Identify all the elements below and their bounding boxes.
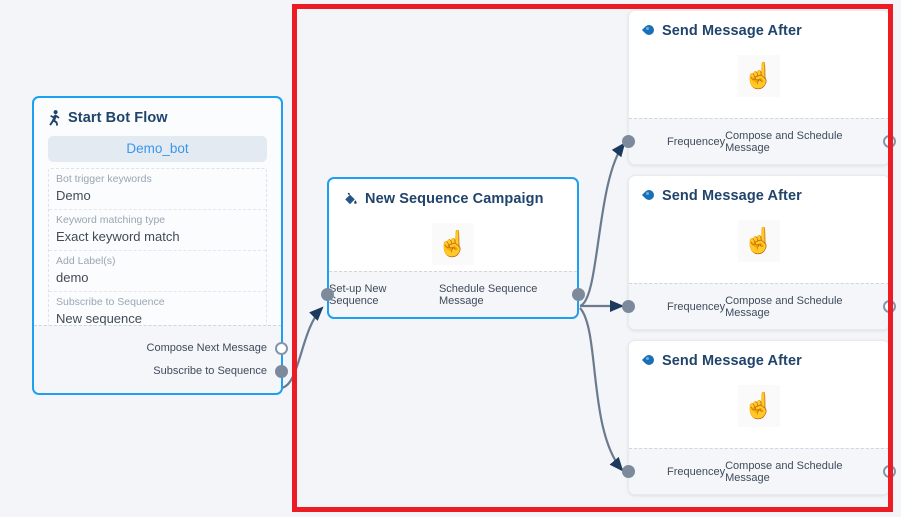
field-value: Demo	[56, 188, 91, 203]
message-node-cursor-area: ☝	[629, 45, 889, 107]
node-start-bot-flow[interactable]: Start Bot Flow Demo_bot Bot trigger keyw…	[32, 96, 288, 395]
port-compose-and-schedule-message[interactable]	[883, 465, 896, 478]
node-send-message-after-2[interactable]: Send Message After ☝ Frequencey Compose …	[622, 175, 896, 330]
port-label: Compose Next Message	[146, 342, 267, 354]
footer-label-compose-and-schedule-message: Compose and Schedule Message	[725, 129, 843, 154]
port-setup-new-sequence[interactable]	[321, 288, 334, 301]
message-node-title: Send Message After	[662, 23, 802, 39]
start-node-body: Demo_bot Bot trigger keywords Demo Keywo…	[34, 136, 281, 333]
message-node-title: Send Message After	[662, 188, 802, 204]
pointing-hand-cursor-icon: ☝	[432, 223, 474, 265]
sequence-node-cursor-area: ☝	[329, 213, 577, 275]
field-keyword-matching-type[interactable]: Keyword matching type Exact keyword matc…	[49, 210, 266, 251]
edge-sequence-to-message-1	[579, 142, 626, 308]
pointing-hand-cursor-icon: ☝	[738, 385, 780, 427]
start-node-fields: Bot trigger keywords Demo Keyword matchi…	[48, 168, 267, 333]
field-label: Subscribe to Sequence	[56, 296, 165, 308]
message-node-title-row: Send Message After	[629, 11, 889, 45]
message-node-title-row: Send Message After	[629, 341, 889, 375]
port-frequencey[interactable]	[622, 135, 635, 148]
footer-label-frequencey: Frequencey	[667, 465, 726, 478]
paint-bucket-icon	[343, 192, 358, 207]
message-node-footer: Frequencey Compose and Schedule Message	[622, 118, 896, 164]
field-add-labels[interactable]: Add Label(s) demo	[49, 251, 266, 292]
port-compose-and-schedule-message[interactable]	[883, 135, 896, 148]
field-label: Bot trigger keywords	[56, 173, 152, 185]
message-node-title-row: Send Message After	[629, 176, 889, 210]
port-compose-next-message[interactable]	[275, 341, 288, 355]
pointing-hand-cursor-icon: ☝	[738, 55, 780, 97]
running-person-icon	[48, 110, 61, 126]
port-label: Subscribe to Sequence	[153, 365, 267, 377]
footer-label-frequencey: Frequencey	[667, 135, 726, 148]
water-droplet-icon	[643, 354, 655, 368]
port-compose-and-schedule-message[interactable]	[883, 300, 896, 313]
field-value: New sequence	[56, 311, 142, 326]
message-node-footer: Frequencey Compose and Schedule Message	[622, 448, 896, 494]
field-label: Keyword matching type	[56, 214, 166, 226]
start-node-footer: Compose Next Message Subscribe to Sequen…	[34, 325, 288, 393]
port-schedule-sequence-message[interactable]	[572, 288, 585, 301]
message-node-cursor-area: ☝	[629, 210, 889, 272]
message-node-footer: Frequencey Compose and Schedule Message	[622, 283, 896, 329]
sequence-node-title: New Sequence Campaign	[365, 191, 544, 207]
sequence-node-footer: Set-up New Sequence Schedule Sequence Me…	[321, 271, 585, 317]
port-frequencey[interactable]	[622, 465, 635, 478]
footer-label-setup-new-sequence: Set-up New Sequence	[329, 282, 387, 307]
pointing-hand-cursor-icon: ☝	[738, 220, 780, 262]
start-node-title: Start Bot Flow	[68, 110, 168, 126]
footer-label-schedule-sequence-message: Schedule Sequence Message	[438, 282, 538, 307]
start-node-title-row: Start Bot Flow	[34, 98, 281, 132]
water-droplet-icon	[643, 189, 655, 203]
message-node-cursor-area: ☝	[629, 375, 889, 437]
port-subscribe-to-sequence[interactable]	[275, 364, 288, 378]
port-frequencey[interactable]	[622, 300, 635, 313]
field-value: demo	[56, 270, 89, 285]
water-droplet-icon	[643, 24, 655, 38]
footer-label-compose-and-schedule-message: Compose and Schedule Message	[725, 459, 843, 484]
footer-label-frequencey: Frequencey	[667, 300, 726, 313]
footer-label-compose-and-schedule-message: Compose and Schedule Message	[725, 294, 843, 319]
node-send-message-after-1[interactable]: Send Message After ☝ Frequencey Compose …	[622, 10, 896, 165]
sequence-node-title-row: New Sequence Campaign	[329, 179, 577, 213]
port-row-subscribe-to-sequence[interactable]: Subscribe to Sequence	[153, 360, 288, 383]
message-node-title: Send Message After	[662, 353, 802, 369]
field-label: Add Label(s)	[56, 255, 116, 267]
field-value: Exact keyword match	[56, 229, 180, 244]
field-subscribe-to-sequence[interactable]: Subscribe to Sequence New sequence	[49, 292, 266, 332]
edge-sequence-to-message-3	[579, 307, 624, 472]
port-row-compose-next-message[interactable]: Compose Next Message	[146, 337, 288, 360]
field-bot-trigger-keywords[interactable]: Bot trigger keywords Demo	[49, 169, 266, 210]
node-send-message-after-3[interactable]: Send Message After ☝ Frequencey Compose …	[622, 340, 896, 495]
bot-name-pill[interactable]: Demo_bot	[48, 136, 267, 162]
node-new-sequence-campaign[interactable]: New Sequence Campaign ☝ Set-up New Seque…	[321, 177, 585, 319]
